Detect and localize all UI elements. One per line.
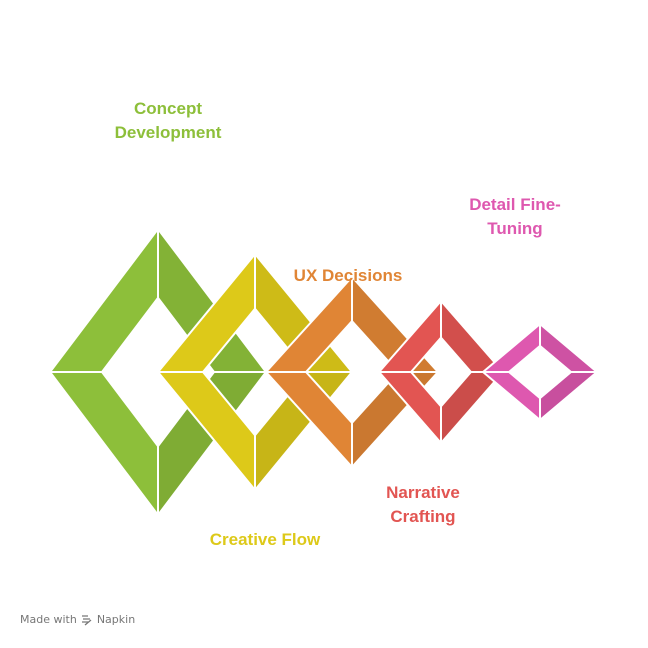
diamond-ux-band: [265, 371, 353, 468]
label-narrative-crafting: Narrative Crafting: [386, 481, 460, 529]
label-line: Narrative: [386, 483, 460, 502]
label-line: Creative Flow: [209, 530, 321, 549]
napkin-logo-icon: [81, 614, 92, 625]
label-detail-fine-tuning: Detail Fine- Tuning: [469, 193, 561, 241]
made-with-text: Made with: [20, 613, 77, 626]
label-ux-decisions: UX Decisions: [294, 264, 403, 288]
diamond-detail-band: [482, 371, 541, 421]
label-line: Tuning: [487, 219, 543, 238]
diamond-narrative-band: [440, 371, 504, 444]
label-line: Detail Fine-: [469, 195, 561, 214]
diamond-narrative: [378, 300, 504, 444]
diamond-detail-band: [482, 323, 541, 373]
diamond-detail-band: [539, 323, 598, 373]
diamond-concept-band: [49, 371, 159, 516]
label-line: Development: [114, 123, 222, 142]
diamond-narrative-band: [440, 300, 504, 373]
diamond-detail: [482, 323, 598, 421]
label-concept-development: Concept Development: [115, 97, 222, 145]
made-with-footer: Made with Napkin: [20, 613, 135, 626]
diamond-detail-band: [539, 371, 598, 421]
diamond-creative-band: [157, 371, 256, 491]
label-line: Concept: [134, 99, 202, 118]
diamond-concept: [49, 228, 267, 516]
diamond-narrative-band: [378, 371, 442, 444]
label-line: Crafting: [390, 507, 456, 526]
diamond-concept-band: [49, 228, 159, 373]
napkin-brand-text: Napkin: [96, 613, 136, 626]
label-creative-flow: Creative Flow: [210, 528, 321, 552]
label-line: UX Decisions: [293, 266, 403, 285]
